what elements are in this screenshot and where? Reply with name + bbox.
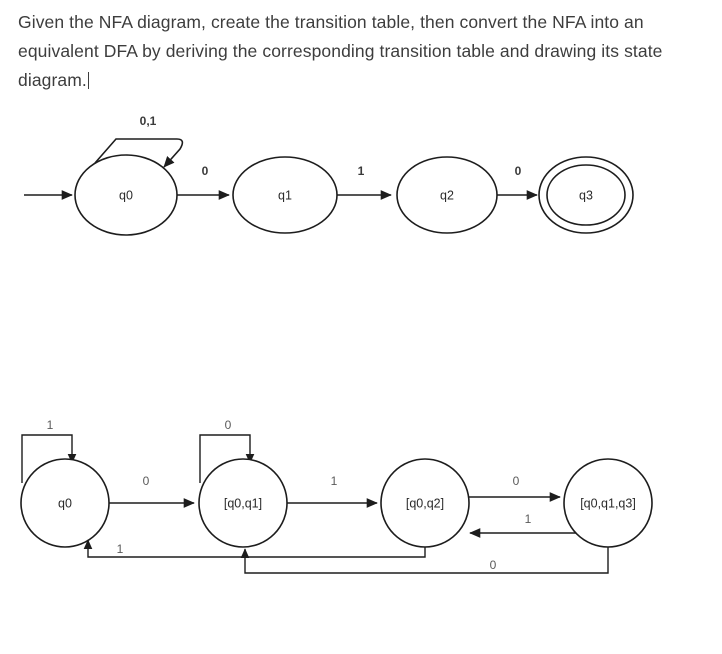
dfa-state-label-q0q1q3: [q0,q1,q3] xyxy=(580,496,636,510)
nfa-state-label-q3: q3 xyxy=(579,188,593,202)
text-caret xyxy=(87,72,89,89)
dfa-edge-label-q0q1-q0q2: 1 xyxy=(331,474,338,488)
dfa-edge-q0q1-q0q1 xyxy=(199,434,255,483)
dfa-edge-label-q0q1q3-q0q1: 0 xyxy=(490,558,497,572)
nfa-edge-label-q0-q0: 0,1 xyxy=(140,114,157,128)
dfa-state-diagram: 1 q0 0 0 [q0,q1] 1 [q0,q2] 0 1 [q0,q1,q3… xyxy=(20,418,653,574)
nfa-state-diagram: 0,1 q0 0 q1 1 q2 0 q3 xyxy=(24,114,634,236)
dfa-edge-label-q0q1-q0q1: 0 xyxy=(225,418,232,432)
dfa-edge-q0-q0 xyxy=(21,434,77,483)
dfa-state-label-q0q1: [q0,q1] xyxy=(224,496,262,510)
dfa-state-label-q0: q0 xyxy=(58,496,72,510)
nfa-state-label-q0: q0 xyxy=(119,188,133,202)
dfa-edge-label-q0q1q3-q0q2: 1 xyxy=(525,512,532,526)
prompt-text: Given the NFA diagram, create the transi… xyxy=(18,8,708,95)
nfa-edge-q0-q0 xyxy=(94,138,184,168)
nfa-state-label-q2: q2 xyxy=(440,188,454,202)
prompt-text-content: Given the NFA diagram, create the transi… xyxy=(18,12,663,90)
dfa-edge-q0q2-q0 xyxy=(83,539,426,558)
dfa-edge-label-q0q2-q0q1q3: 0 xyxy=(513,474,520,488)
dfa-edge-label-q0-q0q1: 0 xyxy=(143,474,150,488)
dfa-edge-label-q0q2-q0: 1 xyxy=(117,542,124,556)
nfa-edge-label-q0-q1: 0 xyxy=(202,164,209,178)
dfa-edge-q0q1q3-q0q1 xyxy=(240,547,609,574)
dfa-edge-label-q0-q0: 1 xyxy=(47,418,54,432)
nfa-state-label-q1: q1 xyxy=(278,188,292,202)
nfa-edge-label-q2-q3: 0 xyxy=(515,164,522,178)
nfa-edge-label-q1-q2: 1 xyxy=(358,164,365,178)
nfa-state-q3 xyxy=(546,164,626,226)
dfa-state-label-q0q2: [q0,q2] xyxy=(406,496,444,510)
